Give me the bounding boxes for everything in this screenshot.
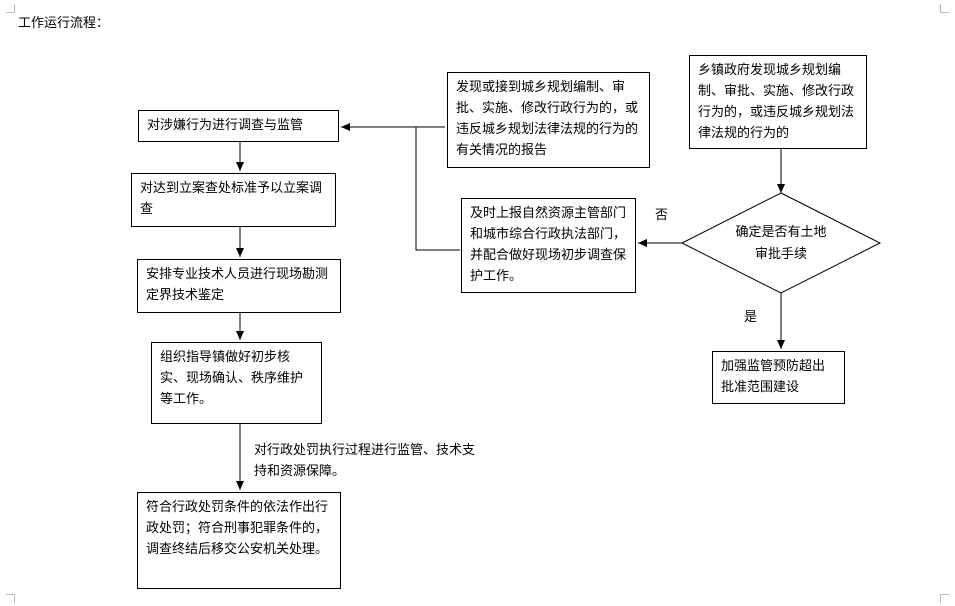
edge-label-no: 否 bbox=[655, 208, 669, 223]
line-notify-to-investigate bbox=[415, 127, 460, 251]
edge-label-yes: 是 bbox=[744, 310, 758, 325]
node-survey: 安排专业技术人员进行现场勘测定界技术鉴定 bbox=[137, 259, 341, 313]
node-strengthen: 加强监管预防超出批准范围建设 bbox=[712, 351, 845, 404]
page-title: 工作运行流程： bbox=[18, 16, 110, 31]
node-decision: 确定是否有土地审批手续 bbox=[735, 225, 827, 262]
node-investigate: 对涉嫌行为进行调查与监管 bbox=[138, 110, 339, 142]
page-corner-mark-left bbox=[6, 4, 15, 13]
node-notify: 及时上报自然资源主管部门和城市综合行政执法部门，并配合做好现场初步调查保护工作。 bbox=[461, 198, 636, 293]
edge-label-supervise: 对行政处罚执行过程进行监管、技术支持和资源保障。 bbox=[254, 443, 476, 479]
page-corner-mark-bottom-right bbox=[940, 594, 949, 603]
node-file-case: 对达到立案查处标准予以立案调查 bbox=[131, 173, 336, 227]
node-report: 发现或接到城乡规划编制、审批、实施、修改行政行为的，或违反城乡规划法律法规的行为… bbox=[447, 72, 650, 168]
decision-diamond bbox=[680, 192, 882, 294]
node-town-found: 乡镇政府发现城乡规划编制、审批、实施、修改行政行为的，或违反城乡规划法律法规的行… bbox=[689, 55, 867, 149]
page-corner-mark-bottom-left bbox=[6, 594, 15, 603]
node-penalty: 符合行政处罚条件的依法作出行政处罚；符合刑事犯罪条件的，调查终结后移交公安机关处… bbox=[137, 492, 341, 589]
page-corner-mark-right bbox=[940, 4, 949, 13]
node-organize: 组织指导镇做好初步核实、现场确认、秩序维护等工作。 bbox=[151, 342, 322, 424]
